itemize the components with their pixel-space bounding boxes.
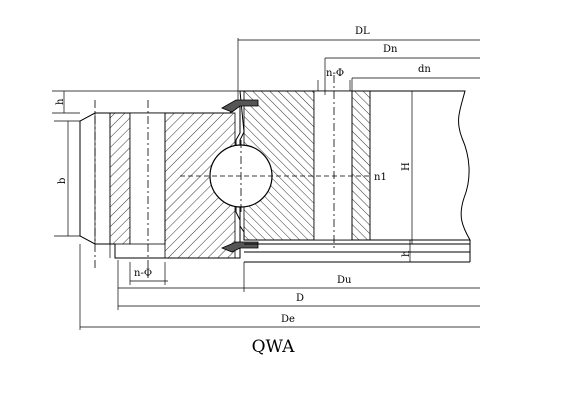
label-D: D (296, 293, 304, 304)
rolling-ball (180, 140, 372, 212)
label-De: De (281, 314, 295, 325)
label-h-top: h (55, 98, 66, 105)
label-n1: n1 (374, 172, 387, 183)
base-lines (244, 240, 471, 263)
label-H: H (401, 162, 412, 171)
label-dn: dn (418, 64, 431, 75)
figure-caption: QWA (252, 337, 296, 357)
dimensions (52, 38, 480, 330)
outer-ring (79, 100, 241, 278)
top-seal (221, 99, 259, 113)
label-Du: Du (337, 275, 352, 286)
label-Dn: Dn (383, 44, 398, 55)
label-h-bottom: h (401, 250, 412, 257)
label-b: b (57, 178, 68, 184)
label-DL: DL (355, 26, 370, 37)
label-n-phi-bottom: n-Φ (134, 268, 152, 279)
label-n-phi-top: n-Φ (326, 68, 344, 79)
inner-ring (239, 75, 471, 250)
